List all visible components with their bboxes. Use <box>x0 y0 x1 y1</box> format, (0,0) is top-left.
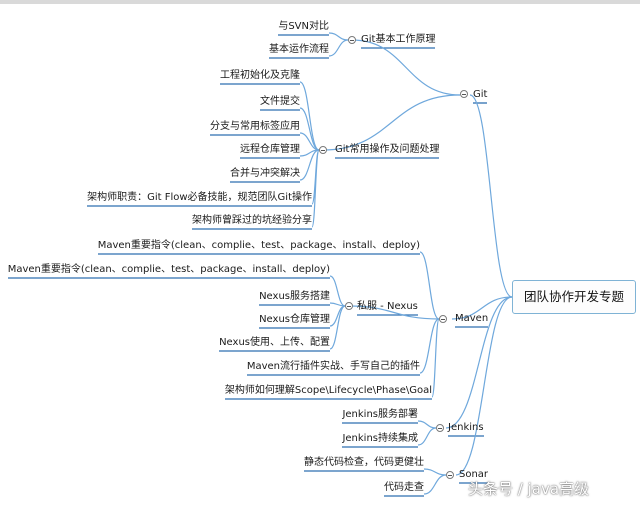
link-root-sonar <box>455 296 513 476</box>
collapse-maven-toggle[interactable] <box>439 315 447 323</box>
collapse-git-toggle[interactable] <box>460 90 468 98</box>
node-jenkins-ci[interactable]: Jenkins持续集成 <box>342 433 418 444</box>
node-basic-flow[interactable]: 基本运作流程 <box>269 44 329 55</box>
node-git-basic[interactable]: Git基本工作原理 <box>361 34 436 45</box>
link-ops-leaf <box>299 149 320 181</box>
link-maven-plugin <box>419 318 440 374</box>
node-nexus-usage[interactable]: Nexus使用、上传、配置 <box>219 337 330 348</box>
link-ops-leaf <box>299 132 320 151</box>
node-jenkins[interactable]: Jenkins <box>448 422 484 433</box>
node-maven-plugins[interactable]: Maven流行插件实战、手写自己的插件 <box>246 361 420 372</box>
link-basic-svn <box>328 32 349 41</box>
node-git-flow[interactable]: 架构师职责：Git Flow必备技能，规范团队Git操作 <box>87 192 312 203</box>
node-jenkins-deploy[interactable]: Jenkins服务部署 <box>342 409 418 420</box>
collapse-nexus-toggle[interactable] <box>345 302 353 310</box>
root-node[interactable]: 团队协作开发专题 <box>512 280 636 314</box>
link-jenkins-deploy <box>417 420 437 429</box>
node-git[interactable]: Git <box>473 89 488 100</box>
collapse-jenkins-toggle[interactable] <box>436 424 444 432</box>
link-ops-leaf <box>299 107 320 151</box>
link-git-ops <box>322 94 461 151</box>
link-maven-scope <box>431 318 440 398</box>
collapse-sonar-toggle[interactable] <box>446 471 454 479</box>
node-remote-repo[interactable]: 远程仓库管理 <box>240 144 300 155</box>
collapse-git-basic-toggle[interactable] <box>348 36 356 44</box>
link-sonar-static <box>423 468 447 476</box>
link-maven-directive <box>419 251 440 320</box>
node-nexus-setup[interactable]: Nexus服务搭建 <box>259 291 330 302</box>
node-pitfalls[interactable]: 架构师曾踩过的坑经验分享 <box>192 215 312 226</box>
link-root-jenkins <box>445 296 513 429</box>
node-svn-compare[interactable]: 与SVN对比 <box>278 21 329 32</box>
link-nexus-leaf <box>329 305 346 350</box>
link-ops-leaf <box>311 149 320 228</box>
collapse-git-ops-toggle[interactable] <box>319 146 327 154</box>
link-root-git <box>469 94 513 298</box>
node-nexus-repo[interactable]: Nexus仓库管理 <box>259 314 330 325</box>
link-sonar-review <box>423 474 447 495</box>
link-ops-leaf <box>299 81 320 151</box>
node-maven-directive[interactable]: Maven重要指令(clean、complie、test、package、ins… <box>97 240 420 251</box>
node-static-check[interactable]: 静态代码检查，代码更健壮 <box>304 457 424 468</box>
node-sonar[interactable]: Sonar <box>459 469 489 480</box>
link-git-basic <box>351 39 461 96</box>
node-git-ops[interactable]: Git常用操作及问题处理 <box>335 144 440 155</box>
node-file-commit[interactable]: 文件提交 <box>260 96 300 107</box>
node-merge-conflict[interactable]: 合并与冲突解决 <box>230 168 300 179</box>
link-maven-nexus <box>348 305 440 320</box>
node-nexus-directive[interactable]: Maven重要指令(clean、complie、test、package、ins… <box>7 264 330 275</box>
link-root-maven <box>451 296 513 320</box>
watermark: 头条号 / java高级 <box>468 480 590 498</box>
node-code-review[interactable]: 代码走查 <box>384 482 424 493</box>
node-nexus[interactable]: 私服 - Nexus <box>357 301 418 312</box>
node-branch-tags[interactable]: 分支与常用标签应用 <box>210 121 300 132</box>
node-git-init-clone[interactable]: 工程初始化及克隆 <box>220 70 300 81</box>
link-jenkins-ci <box>417 427 437 446</box>
node-maven[interactable]: Maven <box>455 313 489 324</box>
link-basic-flow <box>328 39 349 57</box>
node-maven-scope[interactable]: 架构师如何理解Scope\Lifecycle\Phase\Goal <box>224 385 432 396</box>
link-nexus-leaf <box>329 275 346 307</box>
